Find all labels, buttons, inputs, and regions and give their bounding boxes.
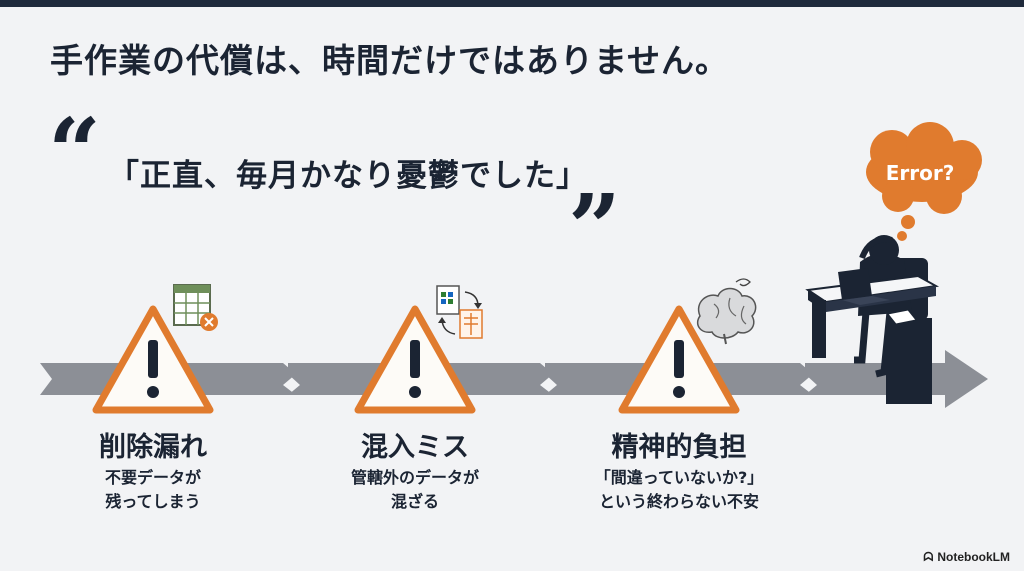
brain-stress-icon [696,278,757,345]
problem-title-deletion: 削除漏れ [99,432,207,463]
close-quote-mark: ” [568,174,621,282]
problem-desc-line: という終わらない不安 [598,492,759,511]
problem-title-mental-burden: 精神的負担 [611,432,747,463]
problem-desc-contamination: 管轄外のデータが 混ざる [285,466,545,514]
page-title: 手作業の代償は、時間だけではありません。 [50,41,730,80]
problem-desc-mental-burden: 「間違っていないか?」 という終わらない不安 [549,466,809,514]
file-swap-icon [436,285,483,339]
problem-desc-line: 混ざる [390,492,439,511]
problem-desc-deletion: 不要データが 残ってしまう [23,466,283,514]
problem-desc-line: 「間違っていないか?」 [594,468,764,487]
warning-triangle-icon [354,305,476,414]
error-bubble-text: Error? [886,161,955,185]
problem-desc-line: 残ってしまう [105,492,201,511]
open-quote-mark: “ [48,98,101,206]
notebooklm-logo-icon: ᗣ [923,550,934,564]
problem-desc-line: 不要データが [104,468,201,487]
problem-desc-line: 管轄外のデータが [350,468,479,487]
stressed-worker-illustration [805,235,940,404]
warning-triangle-icon [618,305,740,414]
brand-name: NotebookLM [937,550,1010,564]
thought-cloud-icon [866,122,982,241]
spreadsheet-delete-icon [173,284,218,331]
top-bar [0,0,1024,7]
quote-text: 「正直、毎月かなり憂鬱でした」 [108,158,588,194]
warning-triangle-icon [92,305,214,414]
problem-title-contamination: 混入ミス [361,432,469,463]
